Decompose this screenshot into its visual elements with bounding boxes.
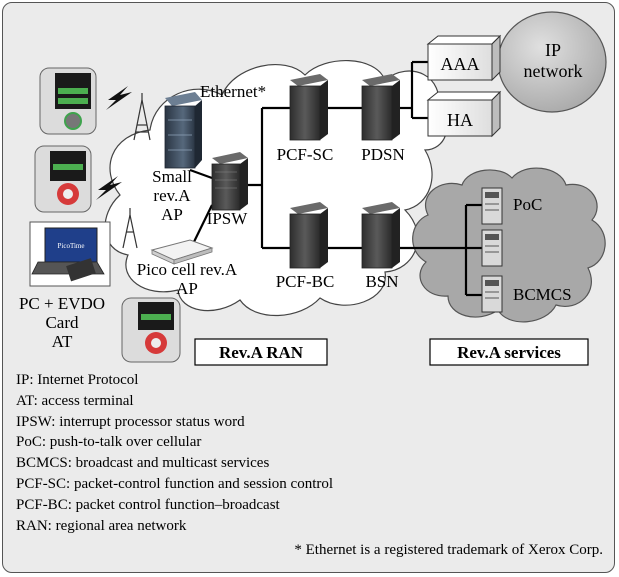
laptop-icon: PicoTime	[29, 221, 111, 287]
small-ap-label: Small	[152, 167, 192, 186]
pc-card-label: PC + EVDO	[19, 294, 105, 313]
footnote: * Ethernet is a registered trademark of …	[294, 542, 603, 558]
bcmcs-label: BCMCS	[513, 285, 572, 304]
bcmcs-server-icon	[481, 275, 503, 313]
pico-ap-icon	[150, 239, 214, 265]
handset-terminal-icon	[121, 297, 181, 363]
bsn-label: BSN	[365, 272, 398, 291]
glossary-item: PCF-SC: packet-control function and sess…	[16, 475, 334, 492]
ipsw-label: IPSW	[207, 209, 249, 228]
small-ap-label: rev.A	[153, 186, 191, 205]
glossary-item: PCF-BC: packet control function–broadcas…	[16, 496, 280, 513]
ipsw-server-icon	[211, 152, 248, 211]
ran-label: Rev.A RAN	[219, 343, 304, 362]
handset-terminal-icon	[39, 67, 97, 135]
ip-network-label: network	[524, 61, 583, 81]
aaa-label: AAA	[441, 54, 480, 74]
antenna-tower-icon	[133, 93, 151, 141]
glossary-item: RAN: regional area network	[16, 517, 187, 534]
pcf-sc-server-icon	[289, 74, 328, 141]
pc-card-label: Card	[45, 313, 79, 332]
pdsn-label: PDSN	[361, 145, 404, 164]
glossary-item: PoC: push-to-talk over cellular	[16, 434, 202, 451]
pico-ap-label: AP	[176, 279, 198, 298]
ha-box	[426, 90, 502, 138]
pdsn-server-icon	[361, 74, 400, 141]
ip-network-label: IP	[545, 40, 561, 60]
pcf-bc-server-icon	[289, 202, 328, 269]
glossary-item: IPSW: interrupt processor status word	[16, 413, 245, 430]
wireless-signal-icon	[96, 86, 132, 200]
laptop-screen-text: PicoTime	[58, 242, 85, 250]
bcmcs-server-icon	[481, 229, 503, 267]
aaa-box	[426, 34, 502, 82]
poc-label: PoC	[513, 195, 542, 214]
glossary-item: IP: Internet Protocol	[16, 372, 139, 388]
small-ap-rack-icon	[164, 92, 202, 169]
antenna-tower-icon	[122, 208, 138, 249]
pc-card-label: AT	[52, 332, 73, 351]
glossary-item: AT: access terminal	[16, 392, 134, 409]
poc-server-icon	[481, 187, 503, 225]
handset-terminal-icon	[34, 145, 92, 213]
services-label-box	[429, 338, 589, 366]
bsn-server-icon	[361, 202, 400, 269]
glossary-list: IP: Internet Protocol AT: access termina…	[16, 370, 333, 536]
pico-ap-label: Pico cell rev.A	[137, 260, 238, 279]
services-label: Rev.A services	[457, 343, 561, 362]
small-ap-label: AP	[161, 205, 183, 224]
ran-label-box	[194, 338, 328, 366]
pcf-sc-label: PCF-SC	[277, 145, 334, 164]
services-cloud	[412, 167, 606, 323]
glossary-item: BCMCS: broadcast and multicast services	[16, 455, 270, 472]
pcf-bc-label: PCF-BC	[276, 272, 335, 291]
ha-label: HA	[447, 110, 473, 130]
ethernet-label: Ethernet*	[200, 82, 266, 101]
